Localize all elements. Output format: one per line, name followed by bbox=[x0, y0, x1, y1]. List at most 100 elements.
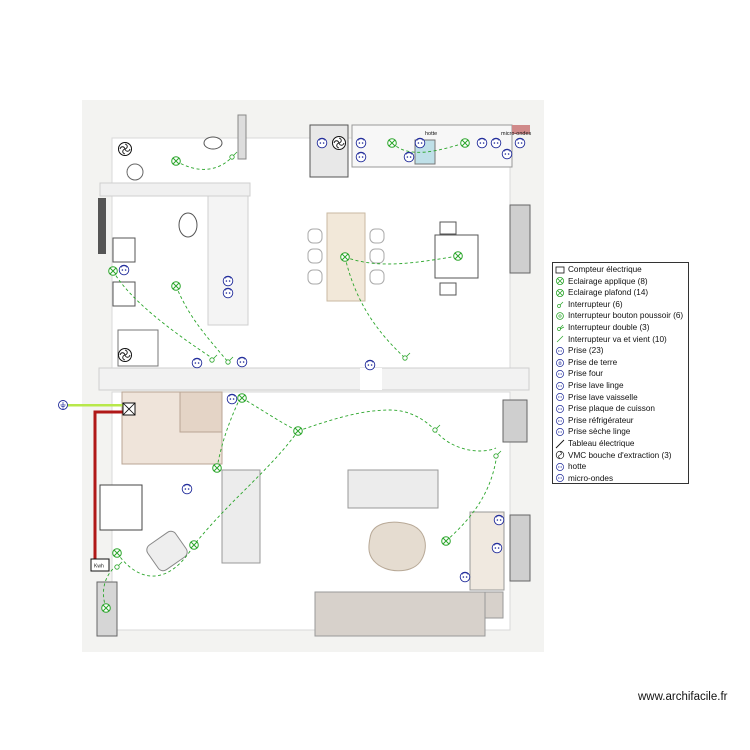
legend-label: Prise sèche linge bbox=[568, 427, 631, 437]
legend-item: Tableau électrique bbox=[555, 438, 686, 450]
ceiling-light-icon[interactable] bbox=[101, 603, 111, 613]
outlet-icon[interactable] bbox=[118, 264, 130, 276]
chair bbox=[307, 248, 323, 264]
window bbox=[509, 204, 531, 274]
vmc-icon[interactable] bbox=[332, 136, 346, 150]
legend-item: Eclairage plafond (14) bbox=[555, 287, 686, 299]
hood-marker bbox=[512, 125, 530, 134]
outlet-icon[interactable] bbox=[364, 359, 376, 371]
legend-label: Interrupteur bouton poussoir (6) bbox=[568, 311, 684, 321]
legend-label: Prise plaque de cuisson bbox=[568, 404, 655, 414]
ceiling-light-icon[interactable] bbox=[171, 281, 181, 291]
legend-label: Eclairage plafond (14) bbox=[568, 288, 649, 298]
vmc-icon[interactable] bbox=[118, 142, 132, 156]
stair-landing bbox=[179, 391, 223, 433]
wall-light-icon[interactable] bbox=[460, 138, 470, 148]
toilet bbox=[178, 212, 198, 238]
washbasin bbox=[112, 237, 136, 263]
vmc-icon[interactable] bbox=[118, 348, 132, 362]
legend-item: Interrupteur bouton poussoir (6) bbox=[555, 310, 686, 322]
outlet-icon[interactable] bbox=[493, 514, 505, 526]
window bbox=[237, 114, 247, 160]
legend-item: Prise plaque de cuisson bbox=[555, 403, 686, 415]
outlet-icon[interactable] bbox=[316, 137, 328, 149]
bed bbox=[314, 591, 486, 637]
legend-item: Interrupteur (6) bbox=[555, 299, 686, 311]
sofa bbox=[347, 469, 439, 509]
outlet-icon[interactable] bbox=[222, 287, 234, 299]
outlet-icon[interactable] bbox=[476, 137, 488, 149]
outlet-icon bbox=[556, 416, 564, 425]
vmc-icon bbox=[555, 451, 565, 460]
outlet-icon bbox=[556, 347, 564, 355]
ceiling-light-icon[interactable] bbox=[189, 540, 199, 550]
hallway-wall bbox=[99, 182, 251, 197]
outlet-icon[interactable] bbox=[191, 357, 203, 369]
earth-icon bbox=[556, 358, 564, 367]
outlet-icon[interactable] bbox=[501, 148, 513, 160]
ceiling-light-icon[interactable] bbox=[293, 426, 303, 436]
door-gap bbox=[360, 368, 382, 390]
lower-floor-outline bbox=[111, 391, 511, 631]
legend-item: Eclairage applique (8) bbox=[555, 276, 686, 288]
push-switch-icon bbox=[556, 312, 564, 320]
sink-round bbox=[203, 136, 223, 150]
wall-partition bbox=[207, 184, 249, 326]
wall-light-icon[interactable] bbox=[387, 138, 397, 148]
outlet-icon[interactable] bbox=[226, 393, 238, 405]
outlet-icon[interactable] bbox=[181, 483, 193, 495]
legend-label: Prise (23) bbox=[568, 346, 604, 356]
legend-label: hotte bbox=[568, 462, 587, 472]
legend-label: Prise de terre bbox=[568, 357, 618, 367]
chair bbox=[307, 228, 323, 244]
hood-label: hotte bbox=[425, 131, 437, 137]
washbasin bbox=[112, 281, 136, 307]
outlet-icon bbox=[556, 381, 564, 390]
armchair bbox=[146, 530, 188, 572]
legend-item: Compteur électrique bbox=[555, 264, 686, 276]
ceiling-light-icon[interactable] bbox=[108, 266, 118, 276]
earth-icon[interactable] bbox=[58, 400, 68, 410]
outlet-icon[interactable] bbox=[355, 137, 367, 149]
chair bbox=[439, 221, 457, 235]
cabinet bbox=[99, 484, 143, 531]
legend-item: micro-ondes bbox=[555, 473, 686, 485]
microwave-label: micro-ondes bbox=[501, 131, 532, 137]
outlet-icon bbox=[556, 462, 564, 471]
outlet-icon[interactable] bbox=[514, 137, 526, 149]
outlet-icon bbox=[556, 370, 564, 379]
ceiling-light-icon[interactable] bbox=[340, 252, 350, 262]
legend-label: Prise lave vaisselle bbox=[568, 392, 638, 402]
outlet-icon[interactable] bbox=[222, 275, 234, 287]
panel-icon[interactable] bbox=[122, 402, 136, 416]
outlet-icon[interactable] bbox=[355, 151, 367, 163]
legend-item: hotte bbox=[555, 461, 686, 473]
double-switch-icon bbox=[557, 324, 565, 331]
meter-icon[interactable] bbox=[90, 558, 110, 572]
legend-item: Interrupteur double (3) bbox=[555, 322, 686, 334]
main-cable bbox=[93, 410, 125, 560]
outlet-icon[interactable] bbox=[490, 137, 502, 149]
outlet-icon[interactable] bbox=[414, 137, 426, 149]
chair bbox=[307, 269, 323, 285]
chair bbox=[369, 228, 385, 244]
chair bbox=[369, 269, 385, 285]
outlet-icon[interactable] bbox=[236, 356, 248, 368]
coffee-table bbox=[368, 521, 426, 572]
outlet-icon[interactable] bbox=[491, 542, 503, 554]
panel-icon bbox=[555, 439, 565, 449]
ceiling-light-icon[interactable] bbox=[453, 251, 463, 261]
wall-light-icon[interactable] bbox=[237, 393, 247, 403]
legend-item: Prise (23) bbox=[555, 345, 686, 357]
ceiling-light-icon[interactable] bbox=[171, 156, 181, 166]
ceiling-light-icon[interactable] bbox=[212, 463, 222, 473]
ceiling-light-icon[interactable] bbox=[441, 536, 451, 546]
legend-label: Prise lave linge bbox=[568, 380, 624, 390]
outlet-icon[interactable] bbox=[403, 151, 415, 163]
outlet-icon[interactable] bbox=[459, 571, 471, 583]
legend-item: Interrupteur va et vient (10) bbox=[555, 334, 686, 346]
wall-light-icon[interactable] bbox=[112, 548, 122, 558]
legend-item: Prise sèche linge bbox=[555, 426, 686, 438]
earth-cable bbox=[62, 404, 128, 407]
switch-icon bbox=[557, 301, 564, 308]
